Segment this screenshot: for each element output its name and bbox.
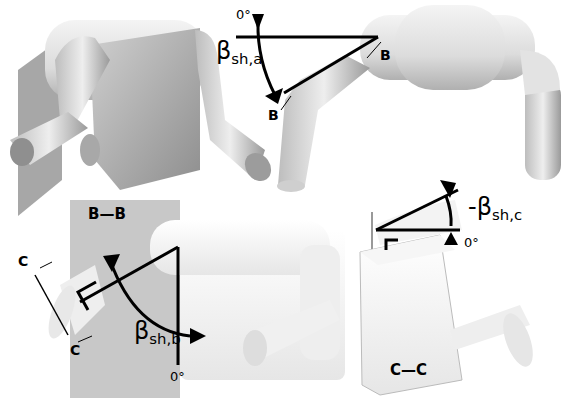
angle-subscript: sh,c: [492, 206, 522, 224]
section-title: C—C: [390, 362, 427, 379]
section-mark: B: [380, 48, 391, 63]
angle-symbol: -βsh,c: [468, 194, 522, 224]
angle-subscript: sh,a: [231, 50, 262, 68]
angle-zero: 0°: [236, 8, 251, 22]
angle-symbol: βsh,a: [216, 38, 262, 68]
angle-subscript: sh,b: [149, 330, 180, 348]
section-title: B—B: [88, 206, 126, 223]
angle-zero: 0°: [170, 370, 185, 384]
section-mark: C: [70, 343, 80, 358]
angle-symbol: βsh,b: [134, 318, 181, 348]
section-mark: B: [268, 108, 279, 123]
section-mark: C: [18, 254, 28, 269]
angle-zero: 0°: [464, 236, 479, 250]
